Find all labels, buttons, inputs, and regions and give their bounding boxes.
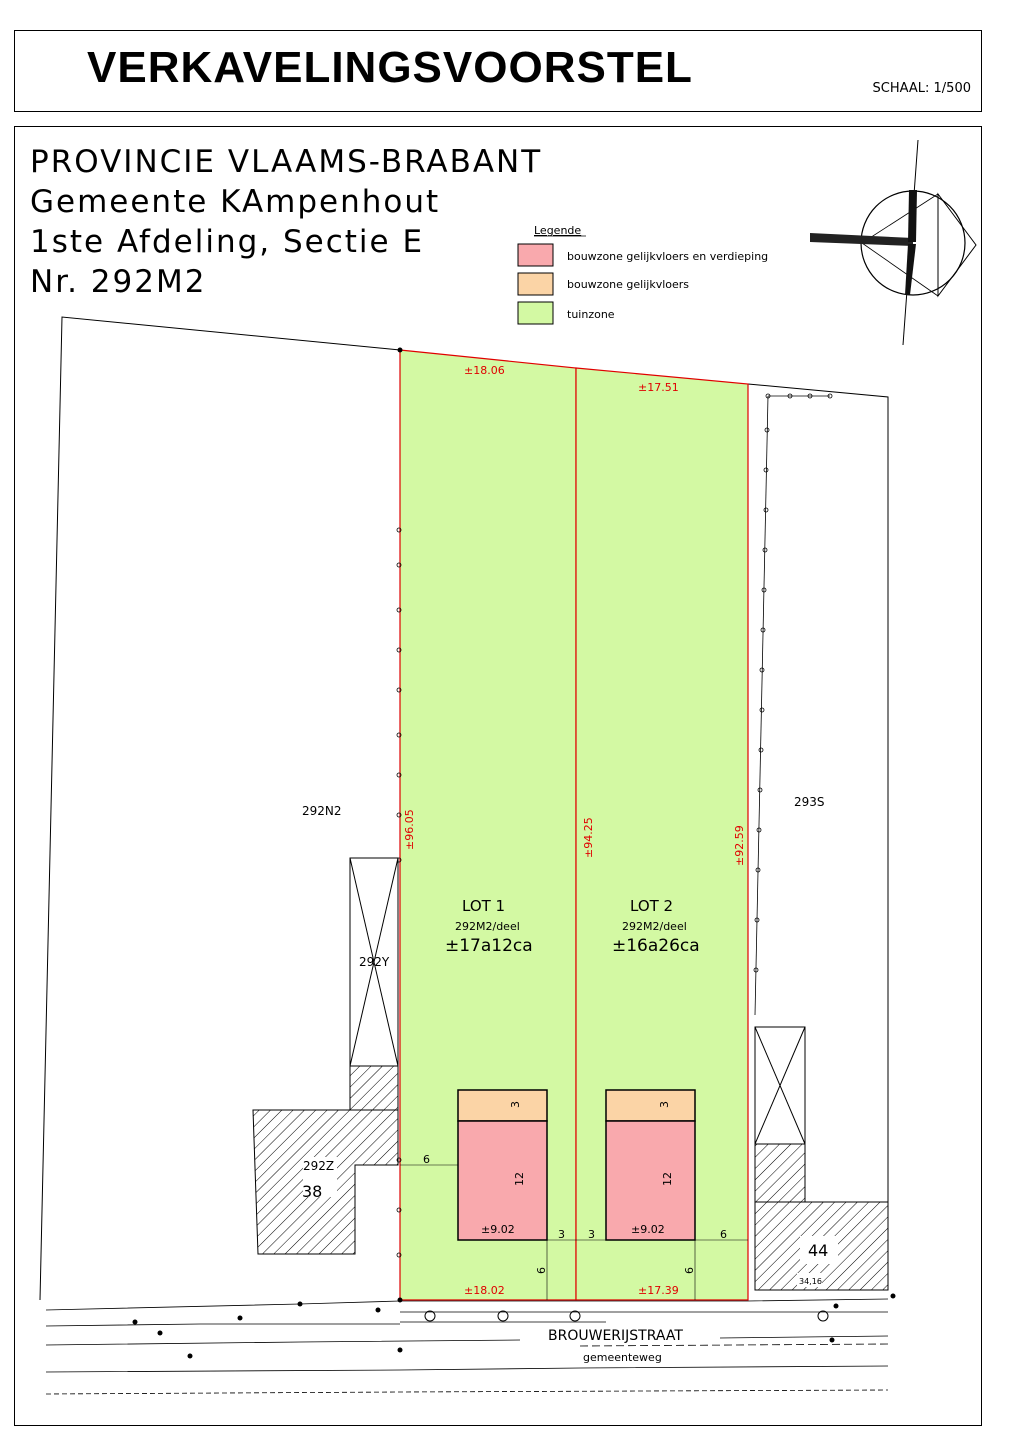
dimension-lines bbox=[400, 1164, 748, 1300]
parcel-number-label: Nr. 292M2 bbox=[30, 264, 206, 300]
street-dots bbox=[132, 347, 896, 1359]
division-label: 1ste Afdeling, Sectie E bbox=[30, 224, 424, 260]
street-inspection-covers bbox=[424, 1310, 829, 1322]
legend-swatch-1 bbox=[517, 243, 554, 267]
parcel-label-shed: 292Y bbox=[359, 955, 390, 969]
dim-top-lot-2: ±17.51 bbox=[638, 381, 679, 394]
street-type: gemeenteweg bbox=[583, 1351, 662, 1364]
lot-1-ref: 292M2/deel bbox=[455, 920, 520, 933]
lot-2-name: LOT 2 bbox=[630, 897, 673, 915]
gap-1: 3 bbox=[558, 1228, 565, 1241]
street-lines bbox=[45, 1298, 889, 1395]
right-annex-hatch bbox=[754, 1143, 806, 1203]
setback-side-1: 6 bbox=[423, 1153, 430, 1166]
dim-bottom-lot-1: ±18.02 bbox=[464, 1284, 505, 1297]
province-label: PROVINCIE VLAAMS-BRABANT bbox=[30, 144, 542, 180]
front-setback-1: 6 bbox=[535, 1267, 548, 1274]
parcel-label-house-left: 292Z bbox=[303, 1159, 334, 1173]
legend-label-1: bouwzone gelijkvloers en verdieping bbox=[567, 250, 768, 263]
legend-swatch-3 bbox=[517, 301, 554, 325]
dim-right-side: ±92.59 bbox=[733, 825, 746, 866]
build-width-2: ±9.02 bbox=[631, 1223, 665, 1236]
lot-1-ground-floor-zone bbox=[457, 1089, 548, 1122]
dim-left-side: ±96.05 bbox=[403, 809, 416, 850]
dim-bottom-lot-2: ±17.39 bbox=[638, 1284, 679, 1297]
dim-middle: ±94.25 bbox=[582, 817, 595, 858]
legend-label-3: tuinzone bbox=[567, 308, 615, 321]
legend-label-2: bouwzone gelijkvloers bbox=[567, 278, 689, 291]
build-width-1: ±9.02 bbox=[481, 1223, 515, 1236]
house-number-right: 44 bbox=[808, 1241, 828, 1260]
legend-title: Legende bbox=[534, 224, 581, 237]
dim-top-lot-1: ±18.06 bbox=[464, 364, 505, 377]
legend-swatch-2 bbox=[517, 272, 554, 296]
parcel-label-right: 293S bbox=[794, 795, 825, 809]
left-neighbour-shed bbox=[349, 857, 399, 1067]
setback-side-2: 6 bbox=[720, 1228, 727, 1241]
lot-2-ground-floor-zone bbox=[605, 1089, 696, 1122]
main-depth-2: 12 bbox=[661, 1172, 674, 1186]
upper-depth-1: 3 bbox=[509, 1101, 522, 1108]
lot-1-name: LOT 1 bbox=[462, 897, 505, 915]
legend: Legende bouwzone gelijkvloers en verdiep… bbox=[517, 224, 768, 325]
lot-1-area-label: ±17a12ca bbox=[445, 936, 533, 956]
right-fence bbox=[753, 393, 833, 1016]
left-fence bbox=[396, 527, 402, 1258]
main-depth-1: 12 bbox=[513, 1172, 526, 1186]
north-arrow-icon bbox=[810, 139, 977, 346]
house-number-left: 38 bbox=[302, 1182, 322, 1201]
parcel-label-left: 292N2 bbox=[302, 804, 342, 818]
scale-label: SCHAAL: 1/500 bbox=[872, 81, 971, 96]
upper-depth-2: 3 bbox=[658, 1101, 671, 1108]
lot-1-two-storey-zone bbox=[457, 1120, 548, 1241]
plan-frame bbox=[14, 126, 982, 1426]
plan-title: VERKAVELINGSVOORSTEL bbox=[87, 43, 693, 92]
right-small-label: 34,16 bbox=[799, 1277, 822, 1286]
municipality-label: Gemeente KAmpenhout bbox=[30, 184, 440, 220]
lot-2-two-storey-zone bbox=[605, 1120, 696, 1241]
lot-2-area-label: ±16a26ca bbox=[612, 936, 700, 956]
header-box: VERKAVELINGSVOORSTEL SCHAAL: 1/500 bbox=[14, 30, 982, 112]
street-name: BROUWERIJSTRAAT bbox=[548, 1328, 683, 1344]
lot-2-area bbox=[575, 367, 749, 1301]
lot-2-ref: 292M2/deel bbox=[622, 920, 687, 933]
front-setback-2: 6 bbox=[683, 1267, 696, 1274]
gap-2: 3 bbox=[588, 1228, 595, 1241]
right-neighbour-shed bbox=[754, 1026, 806, 1145]
left-annex-hatch bbox=[349, 1065, 399, 1111]
